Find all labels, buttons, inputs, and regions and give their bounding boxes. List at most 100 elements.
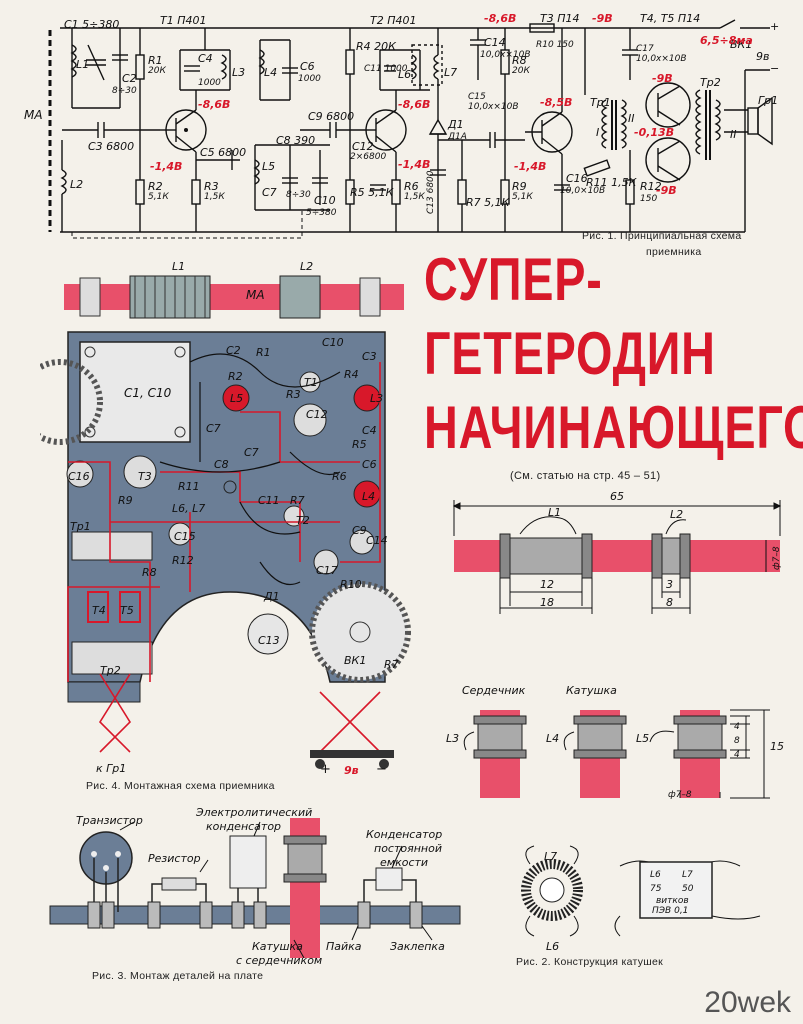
board-r12: R12	[172, 554, 194, 567]
sch-tr2-w: II	[730, 128, 737, 141]
sch-c2: C2	[122, 72, 137, 85]
board-batt-plus: +	[320, 762, 331, 777]
sch-r8: R8	[512, 54, 527, 67]
board-c2: C2	[226, 344, 241, 357]
board-r11: R11	[178, 480, 200, 493]
mount-rivet: Заклепка	[390, 940, 445, 953]
board-t1: T1	[304, 376, 318, 389]
sch-v-t3-c: -8,5В	[540, 96, 573, 109]
sch-c11: C11 1000	[364, 64, 408, 74]
board-c11: C11	[258, 494, 280, 507]
sch-batt-minus: −	[770, 62, 780, 75]
sch-r2: R2	[148, 180, 163, 193]
board-r5: R5	[352, 438, 367, 451]
sch-l6: L6	[398, 68, 412, 81]
board-r7-near: R7	[290, 494, 305, 507]
board-ma: МА	[246, 288, 265, 302]
sch-t3: T3 П14	[540, 12, 580, 25]
sch-c2-val: 8÷30	[112, 86, 137, 96]
sch-v-t1-e: -1,4В	[150, 160, 183, 173]
sch-v-t45-b: -0,13В	[634, 126, 675, 139]
sch-r6-val: 1,5К	[404, 192, 425, 202]
sch-r9-val: 5,1К	[512, 192, 533, 202]
sch-c7-val: 8÷30	[286, 190, 311, 200]
rod-l1: L1	[548, 506, 562, 519]
mount-electrolytic-line2: конденсатор	[206, 820, 282, 833]
rod-dim-total: 65	[610, 490, 624, 503]
board-c7: C7	[206, 422, 221, 435]
sch-c15: C15 10,0x×10В	[468, 92, 519, 112]
board-l2: L2	[300, 260, 314, 273]
headline-line-3: НАЧИНАЮЩЕГО	[424, 394, 803, 461]
toroid-l7: L7	[544, 850, 558, 863]
board-c13: C13	[258, 634, 280, 647]
schematic-diagram	[48, 19, 773, 239]
sch-c10: C10	[314, 194, 336, 207]
sch-c17: C17 10,0x×10В	[636, 44, 687, 64]
sch-t45: T4, T5 П14	[640, 12, 701, 25]
headline-line-1: СУПЕР-	[424, 246, 603, 313]
board-r2: R2	[228, 370, 243, 383]
toroid-box-wire: ПЭВ 0,1	[652, 906, 689, 916]
fig2-caption: Рис. 2. Конструкция катушек	[516, 956, 664, 968]
coils-l5: L5	[636, 732, 650, 745]
board-l1: L1	[172, 260, 186, 273]
sch-v-t5: -9В	[656, 184, 677, 197]
mount-solder: Пайка	[326, 940, 362, 953]
sch-c14-val: 10,0x×10В	[480, 50, 531, 60]
board-batt-v: 9в	[344, 764, 359, 777]
sch-r7: R7 5,1К	[466, 196, 510, 209]
sch-d1: Д1	[448, 118, 464, 131]
fig3-caption: Рис. 3. Монтаж деталей на плате	[92, 970, 264, 982]
sch-r4: R4 20К	[356, 40, 396, 53]
sch-l5: L5	[262, 160, 276, 173]
sch-v-t2-e: -1,4В	[398, 158, 431, 171]
toroid-box-turns: витков	[656, 896, 689, 906]
headline-line-2: ГЕТЕРОДИН	[424, 320, 716, 387]
board-tr1: Tр1	[70, 520, 91, 533]
sch-antenna: МА	[24, 108, 43, 122]
coils-dim-15: 15	[770, 740, 784, 753]
sch-l7: L7	[444, 66, 458, 79]
sch-r5: R5 5,1К	[350, 186, 394, 199]
board-tr2: Tр2	[100, 664, 121, 677]
coils-core: Сердечник	[462, 684, 526, 697]
fig1-caption-line1: Рис. 1. Принципиальная схема	[582, 230, 742, 242]
rod-dim-3: 3	[666, 578, 673, 591]
board-c6: C6	[362, 458, 377, 471]
article-reference: (См. статью на стр. 45 – 51)	[510, 470, 661, 482]
board-r9: R9	[118, 494, 133, 507]
toroid-box-l6: L6	[650, 870, 661, 880]
mount-resistor: Резистор	[148, 852, 201, 865]
rod-l2: L2	[670, 508, 684, 521]
sch-c10-val: 5÷380	[306, 208, 337, 218]
board-c8: C8	[214, 458, 229, 471]
sch-d1-type: Д1А	[448, 132, 467, 142]
toroid-box-l7: L7	[682, 870, 693, 880]
rod-dim-12: 12	[540, 578, 554, 591]
sch-tr1-w1: I	[596, 126, 600, 139]
sch-r2-val: 5,1К	[148, 192, 169, 202]
sch-v-t2-c: -8,6В	[398, 98, 431, 111]
coils-dim-8: 8	[734, 736, 740, 746]
sch-tr1: Tр1	[590, 96, 611, 109]
fig1-caption-line2: приемника	[646, 246, 702, 258]
sch-l3: L3	[232, 66, 246, 79]
board-r3: R3	[286, 388, 301, 401]
rod-dim-18: 18	[540, 596, 554, 609]
board-c12: C12	[306, 408, 328, 421]
sch-c4-val: 1000	[198, 78, 221, 88]
toroid-box-n6: 75	[650, 884, 662, 894]
board-c16: C16	[68, 470, 90, 483]
sch-l1: L1	[76, 58, 90, 71]
sch-vk1: ВК1	[730, 38, 753, 51]
board-r1: R1	[256, 346, 271, 359]
mount-transistor: Транзистор	[76, 814, 143, 827]
board-c4: C4	[362, 424, 377, 437]
sch-c16-val: 10,0×10В	[560, 186, 606, 196]
rod-dimension-diagram	[452, 500, 782, 614]
board-batt-minus: −	[376, 762, 387, 777]
headline: СУПЕР- ГЕТЕРОДИН НАЧИНАЮЩЕГО	[424, 243, 803, 465]
sch-c7: C7	[262, 186, 277, 199]
mount-coil-core-line2: с сердечником	[236, 954, 323, 967]
